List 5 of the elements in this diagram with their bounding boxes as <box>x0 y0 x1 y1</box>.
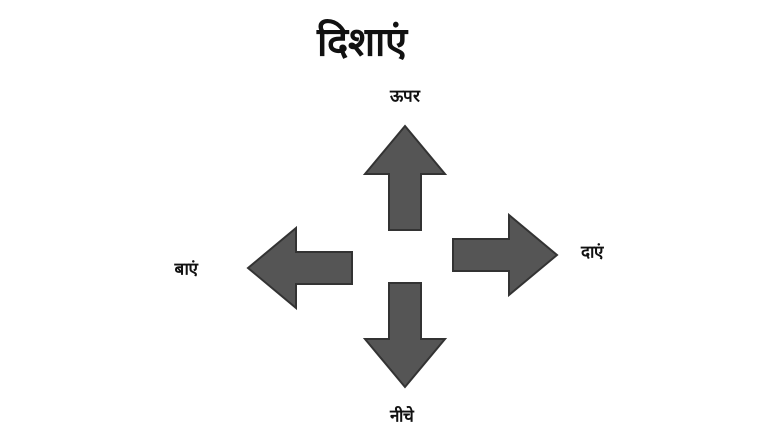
direction-label: दाएं <box>581 242 603 262</box>
direction-label: ऊपर <box>390 86 420 106</box>
title: दिशाएं <box>317 18 407 68</box>
direction-label: नीचे <box>390 405 414 426</box>
direction-label: बाएं <box>174 258 198 280</box>
